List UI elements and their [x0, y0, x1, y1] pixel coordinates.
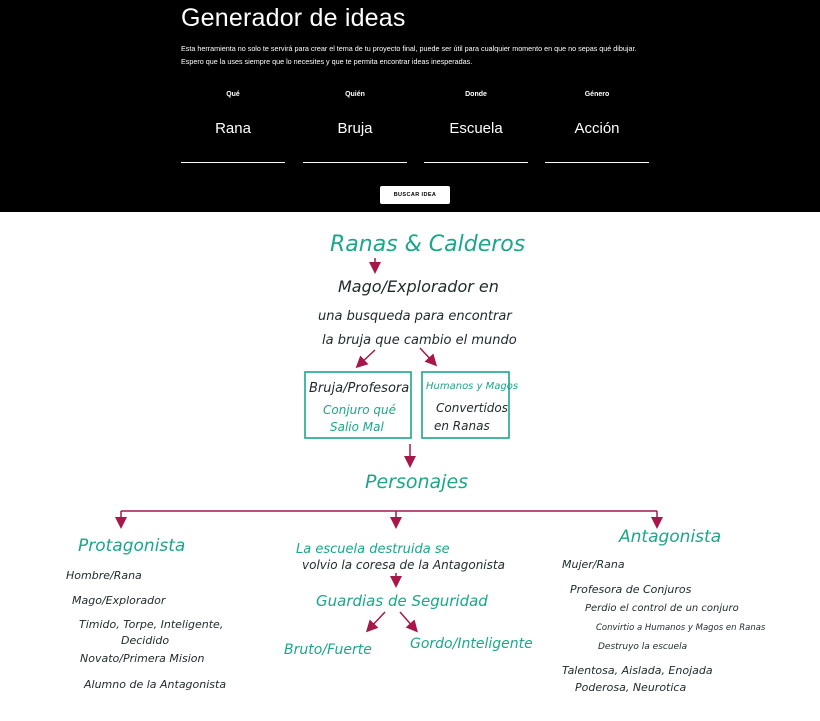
protagonist-item: Alumno de la Antagonista [83, 678, 226, 691]
field-donde[interactable]: Donde Escuela [424, 90, 528, 163]
antagonist-item: Talentosa, Aislada, Enojada [562, 664, 713, 677]
antagonist-item: Mujer/Rana [562, 558, 625, 571]
arrow [355, 349, 376, 369]
field-underline [545, 162, 649, 163]
page-title: Generador de ideas [181, 4, 406, 32]
box-left-heading: Bruja/Profesora [309, 381, 409, 396]
guard-type-right: Gordo/Inteligente [410, 636, 533, 652]
field-quien-label: Quién [345, 91, 365, 98]
field-que-label: Qué [226, 91, 240, 98]
arrow [365, 611, 386, 633]
field-genero[interactable]: Género Acción [545, 90, 649, 163]
field-donde-label: Donde [465, 91, 487, 98]
box-right-line-1: Convertidos [436, 401, 508, 415]
field-underline [303, 162, 407, 163]
antagonist-item: Perdio el control de un conjuro [585, 603, 739, 614]
premise-line-3: la bruja que cambio el mundo [322, 333, 517, 348]
field-que-value[interactable]: Rana [215, 120, 251, 137]
field-underline [181, 162, 285, 163]
field-quien[interactable]: Quién Bruja [303, 90, 407, 163]
arrow [419, 347, 438, 367]
field-que[interactable]: Qué Rana [181, 90, 285, 163]
box-left-line-1: Conjuro qué [323, 403, 396, 417]
box-left-line-2: Salio Mal [330, 420, 385, 434]
guard-type-left: Bruto/Fuerte [284, 642, 372, 658]
antagonist-item: Poderosa, Neurotica [575, 681, 686, 694]
field-genero-label: Género [584, 91, 610, 98]
concept-box-right [421, 371, 510, 439]
middle-line-1: La escuela destruida se [296, 542, 450, 557]
protagonist-item: Mago/Explorador [72, 594, 167, 607]
sketch-title: Ranas & Calderos [330, 232, 525, 257]
box-right-line-2: en Ranas [434, 419, 490, 433]
field-genero-value[interactable]: Acción [574, 120, 620, 137]
protagonist-heading: Protagonista [78, 536, 185, 556]
characters-heading: Personajes [365, 471, 468, 493]
premise-line-2: una busqueda para encontrar [318, 309, 513, 324]
protagonist-item: Hombre/Rana [66, 569, 142, 582]
field-quien-value[interactable]: Bruja [337, 120, 373, 137]
search-idea-button[interactable]: BUSCAR IDEA [380, 186, 450, 204]
antagonist-item: Destruyo la escuela [598, 642, 687, 652]
guards-heading: Guardias de Seguridad [316, 592, 488, 610]
protagonist-item: Timido, Torpe, Inteligente, [79, 618, 223, 631]
middle-line-2: volvio la coresa de la Antagonista [302, 558, 505, 572]
header-banner: Generador de ideas Esta herramienta no s… [0, 0, 820, 212]
field-donde-value[interactable]: Escuela [449, 120, 503, 137]
mindmap-sketch: Ranas & Calderos Mago/Explorador en una … [66, 232, 766, 694]
antagonist-heading: Antagonista [618, 527, 721, 547]
protagonist-item: Novato/Primera Mision [80, 652, 204, 665]
antagonist-item: Convirtio a Humanos y Magos en Ranas [596, 623, 766, 633]
concept-box-left [304, 371, 412, 439]
box-right-heading: Humanos y Magos [426, 381, 518, 392]
protagonist-item: Decidido [121, 634, 169, 647]
field-underline [424, 162, 528, 163]
arrow [399, 611, 418, 633]
premise-line-1: Mago/Explorador en [338, 277, 499, 296]
antagonist-item: Profesora de Conjuros [570, 583, 692, 596]
page-description: Esta herramienta no solo te servirá para… [181, 44, 637, 66]
